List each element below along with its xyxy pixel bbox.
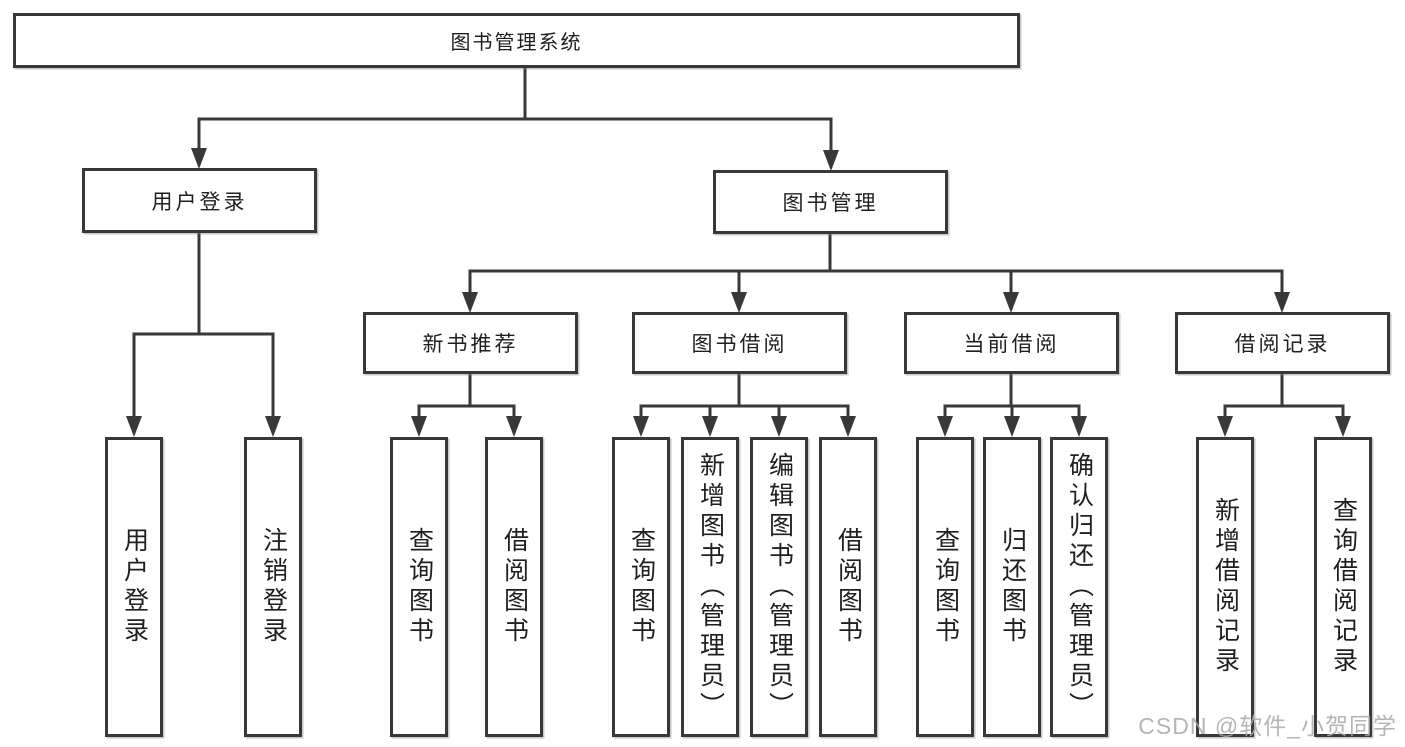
leaf-label: 查询图书 [627,527,656,647]
connector-borrow-records-children [1217,373,1351,437]
node-new-book-recommend: 新书推荐 [363,312,578,374]
arrowhead-icon [633,416,649,437]
arrowhead-icon [840,416,856,437]
arrowhead-icon [265,416,281,437]
node-label: 图书借阅 [691,333,788,356]
leaf-label: 新增借阅记录 [1211,497,1240,677]
connector-user-login-children [126,231,281,437]
arrowhead-icon [1004,416,1020,437]
arrowhead-icon [462,292,478,313]
leaf-label: 借阅图书 [834,527,863,647]
leaf-label: 查询图书 [931,527,960,647]
leaf-label: 查询借阅记录 [1329,497,1358,677]
arrowhead-icon [731,292,747,313]
arrowhead-icon [771,416,787,437]
leaf-label: 用户登录 [120,527,149,647]
leaf-label: 确认归还（管理员） [1065,452,1094,722]
leaf-query-borrow-record: 查询借阅记录 [1314,437,1372,737]
leaf-borrow-books-1: 借阅图书 [485,437,543,737]
leaf-logout: 注销登录 [244,437,302,737]
arrowhead-icon [191,148,207,169]
leaf-return-books: 归还图书 [983,437,1041,737]
leaf-edit-books-admin: 编辑图书（管理员） [750,437,808,737]
leaf-label: 查询图书 [405,527,434,647]
arrowhead-icon [1335,416,1351,437]
leaf-label: 新增图书（管理员） [696,452,725,722]
arrowhead-icon [1071,416,1087,437]
leaf-borrow-books-2: 借阅图书 [819,437,877,737]
watermark: CSDN @软件_小贺同学 [1138,713,1397,739]
arrowhead-icon [1003,292,1019,313]
leaf-label: 注销登录 [259,527,288,647]
node-label: 借阅记录 [1234,333,1331,356]
arrowhead-icon [506,416,522,437]
leaf-label: 归还图书 [998,527,1027,647]
node-root: 图书管理系统 [13,13,1020,68]
node-label: 新书推荐 [422,333,519,356]
leaf-user-login: 用户登录 [105,437,163,737]
connector-book-mgmt-children [462,233,1290,313]
connector-current-borrow-children [937,373,1087,437]
node-borrow-records: 借阅记录 [1175,312,1390,374]
node-root-label: 图书管理系统 [450,32,583,54]
leaf-add-borrow-record: 新增借阅记录 [1196,437,1254,737]
node-label: 用户登录 [151,190,248,214]
leaf-query-books-1: 查询图书 [390,437,448,737]
node-current-borrow: 当前借阅 [904,312,1119,374]
arrowhead-icon [823,150,839,171]
leaf-label: 借阅图书 [500,527,529,647]
node-user-login: 用户登录 [82,168,317,233]
connector-root-to-level2 [191,66,839,171]
connector-new-books-children [411,373,522,437]
node-label: 图书管理 [782,192,879,215]
node-book-management: 图书管理 [713,170,948,234]
node-book-borrow: 图书借阅 [632,312,847,374]
leaf-confirm-return-admin: 确认归还（管理员） [1050,437,1108,737]
arrowhead-icon [1274,292,1290,313]
leaf-label: 编辑图书（管理员） [765,452,794,722]
leaf-query-books-2: 查询图书 [612,437,670,737]
leaf-query-books-3: 查询图书 [916,437,974,737]
arrowhead-icon [937,416,953,437]
connector-book-borrow-children [633,373,856,437]
node-label: 当前借阅 [963,333,1060,356]
leaf-add-books-admin: 新增图书（管理员） [681,437,739,737]
arrowhead-icon [1217,416,1233,437]
arrowhead-icon [411,416,427,437]
arrowhead-icon [702,416,718,437]
arrowhead-icon [126,416,142,437]
